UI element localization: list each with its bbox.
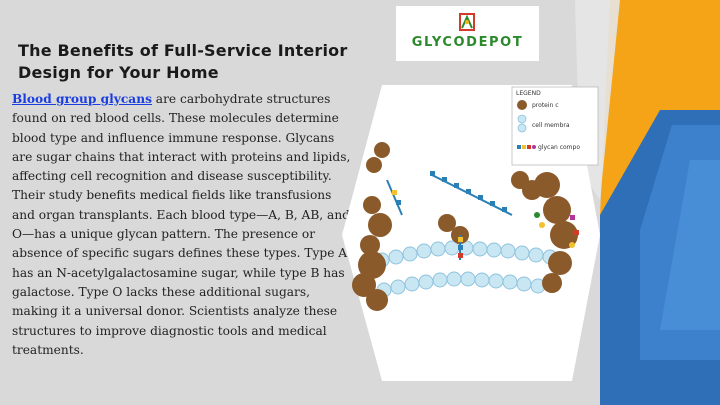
body-text: are carbohydrate structures found on red…	[12, 92, 351, 357]
glycan-illustration: LEGEND protein c cell membra glycan comp…	[342, 85, 600, 381]
body-paragraph: Blood group glycans are carbohydrate str…	[12, 90, 357, 360]
legend-title: LEGEND	[516, 90, 541, 97]
logo-mark-icon	[459, 13, 475, 31]
logo-text: GLYCODEPOT	[411, 35, 524, 50]
logo: GLYCODEPOT	[396, 6, 539, 61]
legend-item-glycan: glycan compo	[538, 144, 580, 151]
legend-item-protein: protein c	[532, 102, 559, 109]
page-title: The Benefits of Full-Service Interior De…	[18, 41, 348, 82]
legend-item-membrane: cell membra	[532, 122, 570, 129]
glycans-link[interactable]: Blood group glycans	[12, 92, 152, 106]
